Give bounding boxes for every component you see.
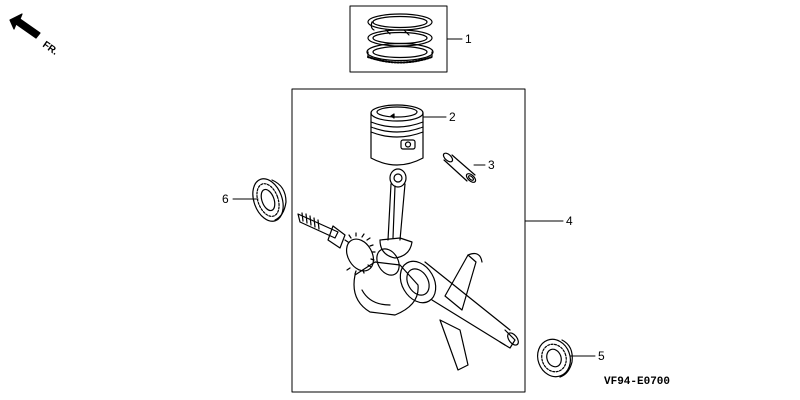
callout-number-2: 2 — [449, 110, 456, 124]
front-arrow-icon — [9, 13, 41, 39]
connecting-rod-drawing — [379, 168, 413, 259]
crankshaft-assembly-box — [291, 88, 526, 393]
piston-drawing — [370, 104, 424, 166]
piston-ring-set-drawing — [366, 13, 434, 64]
callout-number-6: 6 — [222, 192, 229, 206]
oil-seal-lower-drawing — [537, 338, 573, 378]
front-label: FR. — [40, 39, 60, 57]
oil-seal-upper-drawing — [252, 178, 287, 222]
callout-number-1: 1 — [465, 32, 472, 46]
callout-number-3: 3 — [488, 158, 495, 172]
crankshaft-drawing — [297, 212, 519, 371]
piston-pin-drawing — [442, 152, 477, 183]
callout-number-5: 5 — [598, 349, 605, 363]
figure-code: VF94-E0700 — [604, 376, 670, 388]
callout-number-4: 4 — [566, 214, 573, 228]
